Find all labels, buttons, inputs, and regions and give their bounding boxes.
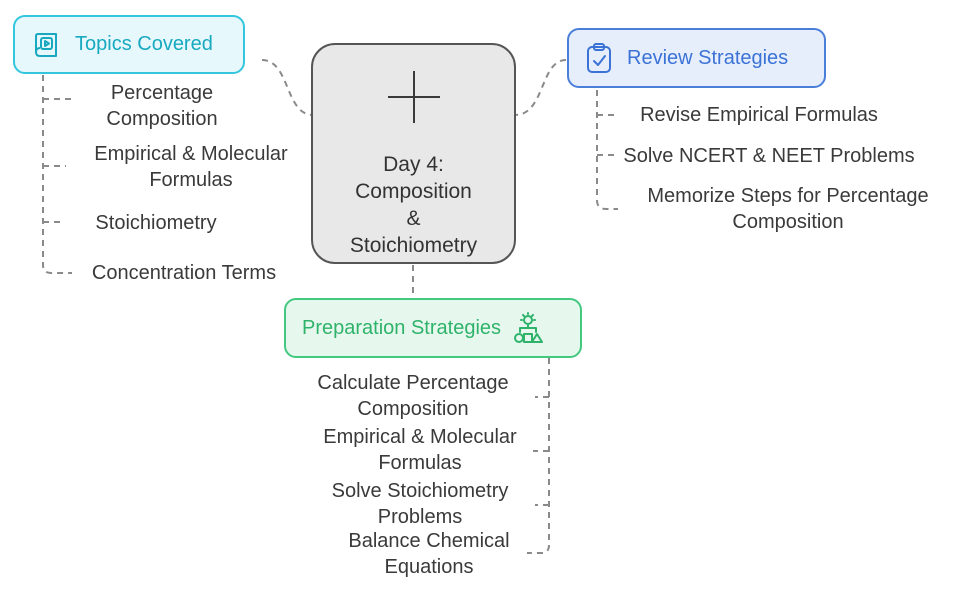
preparation-item-line: Equations (384, 556, 474, 578)
topic-item: Stoichiometry (66, 210, 246, 236)
video-book-icon (33, 30, 61, 60)
topic-item: Empirical & Molecular Formulas (66, 141, 316, 193)
topic-item: Percentage Composition (72, 80, 252, 132)
center-title-line: Stoichiometry (349, 234, 478, 257)
topic-item-line: Concentration Terms (91, 262, 277, 284)
topic-item-line: Stoichiometry (95, 212, 217, 234)
topics-covered-label: Topics Covered (75, 33, 213, 55)
plus-icon (387, 71, 440, 123)
preparation-item-line: Calculate Percentage (317, 372, 509, 394)
review-strategies-label: Review Strategies (627, 46, 789, 69)
preparation-item-line: Balance Chemical (348, 530, 510, 552)
idea-shapes-icon (513, 312, 544, 344)
topic-item-line: Formulas (149, 169, 233, 191)
topic-item-line: Percentage (110, 82, 214, 104)
center-title-line: Composition (355, 180, 472, 203)
preparation-item-line: Solve Stoichiometry (331, 480, 509, 502)
topics-covered-node[interactable]: Topics Covered (13, 15, 245, 74)
review-item-line: Revise Empirical Formulas (640, 104, 878, 126)
center-title: Day 4: Composition & Stoichiometry (350, 151, 477, 259)
review-item-line: Memorize Steps for Percentage (647, 185, 929, 207)
review-item: Solve NCERT & NEET Problems (614, 143, 924, 169)
review-item: Revise Empirical Formulas (614, 102, 904, 128)
preparation-strategies-label: Preparation Strategies (302, 316, 502, 339)
review-item: Memorize Steps for Percentage Compositio… (618, 183, 958, 235)
preparation-item-line: Formulas (378, 452, 462, 474)
center-topic-node[interactable]: Day 4: Composition & Stoichiometry (311, 43, 516, 264)
preparation-item: Empirical & Molecular Formulas (300, 424, 540, 476)
clipboard-check-icon (585, 42, 613, 74)
preparation-item: Balance Chemical Equations (316, 528, 542, 580)
topic-item: Concentration Terms (72, 260, 296, 286)
topic-item-line: Composition (106, 108, 218, 130)
center-title-line: Day 4: (383, 153, 444, 176)
preparation-item-line: Empirical & Molecular (323, 426, 517, 448)
preparation-strategies-node[interactable]: Preparation Strategies (284, 298, 582, 358)
review-strategies-node[interactable]: Review Strategies (567, 28, 826, 88)
center-title-line: & (406, 207, 421, 230)
review-item-line: Composition (732, 211, 844, 233)
preparation-item: Calculate Percentage Composition (296, 370, 530, 422)
preparation-item-line: Problems (377, 506, 463, 528)
preparation-item-line: Composition (357, 398, 469, 420)
review-item-line: Solve NCERT & NEET Problems (623, 145, 915, 167)
topic-item-line: Empirical & Molecular (94, 143, 288, 165)
preparation-item: Solve Stoichiometry Problems (306, 478, 534, 530)
